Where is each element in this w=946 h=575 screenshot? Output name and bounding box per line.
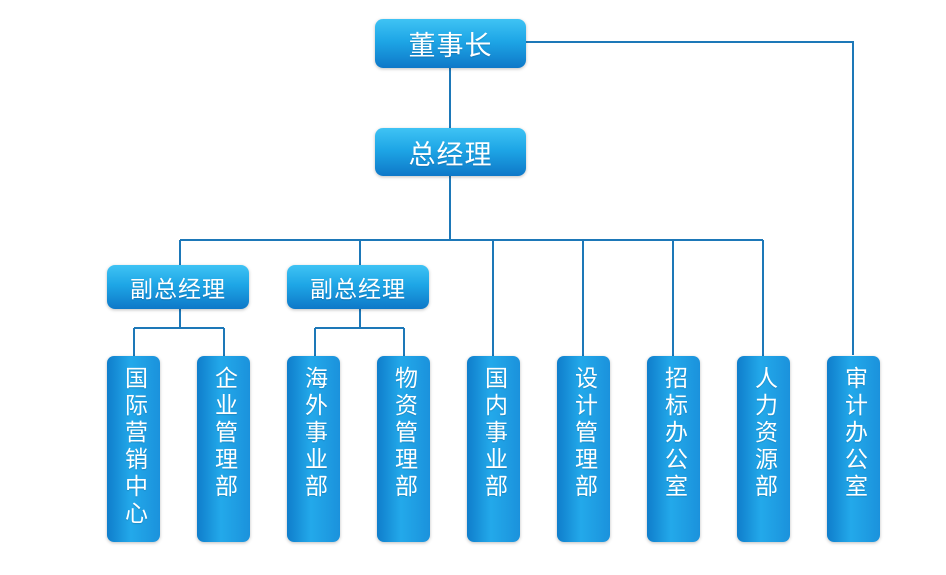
dept-audit-office-label: 审计办公室: [840, 366, 867, 501]
general-manager-box: 总经理: [375, 128, 526, 176]
connector-chairman-audit: [526, 41, 854, 355]
dept-tender-office-label: 招标办公室: [660, 366, 687, 501]
chairman-label: 董事长: [408, 31, 493, 62]
vice-gm-right-box: 副总经理: [287, 265, 429, 309]
dept-design-mgmt-label: 设计管理部: [570, 366, 597, 501]
vice-gm-right-label: 副总经理: [310, 277, 406, 303]
dept-materials-mgmt: 物资管理部: [377, 356, 430, 542]
vice-gm-left-label: 副总经理: [130, 277, 226, 303]
dept-design-mgmt: 设计管理部: [557, 356, 610, 542]
dept-domestic-business-label: 国内事业部: [480, 366, 507, 501]
dept-audit-office: 审计办公室: [827, 356, 880, 542]
dept-hr-label: 人力资源部: [750, 366, 777, 501]
dept-overseas-business-label: 海外事业部: [300, 366, 327, 501]
chairman-box: 董事长: [375, 19, 526, 68]
dept-intl-marketing-label: 国际营销中心: [120, 366, 147, 528]
general-manager-label: 总经理: [408, 139, 493, 171]
dept-hr: 人力资源部: [737, 356, 790, 542]
dept-materials-mgmt-label: 物资管理部: [390, 366, 417, 501]
dept-enterprise-mgmt: 企业管理部: [197, 356, 250, 542]
dept-tender-office: 招标办公室: [647, 356, 700, 542]
dept-intl-marketing: 国际营销中心: [107, 356, 160, 542]
dept-domestic-business: 国内事业部: [467, 356, 520, 542]
dept-enterprise-mgmt-label: 企业管理部: [210, 366, 237, 501]
vice-gm-left-box: 副总经理: [107, 265, 249, 309]
dept-overseas-business: 海外事业部: [287, 356, 340, 542]
